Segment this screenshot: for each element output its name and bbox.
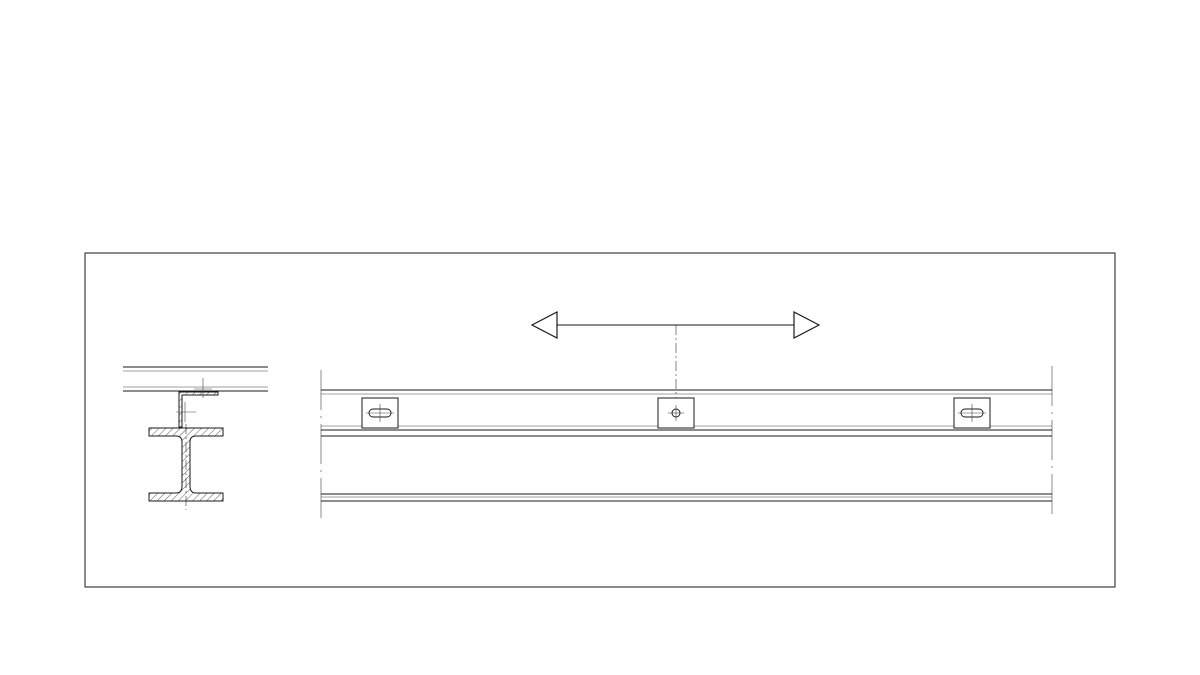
slotted-plate-right [953, 397, 991, 429]
double-headed-arrow [530, 311, 821, 339]
slotted-plate-left [361, 397, 399, 429]
elevation-view [320, 325, 1053, 518]
angle-clip [178, 391, 219, 428]
lower-flange [321, 493, 1052, 502]
i-beam-section [148, 427, 224, 502]
arrowhead-left [530, 311, 558, 339]
drawing-frame [84, 252, 1116, 588]
section-view [123, 366, 268, 510]
fixed-plate-center [657, 397, 695, 429]
rail-section-lines [123, 366, 268, 392]
arrowhead-right [793, 311, 821, 339]
